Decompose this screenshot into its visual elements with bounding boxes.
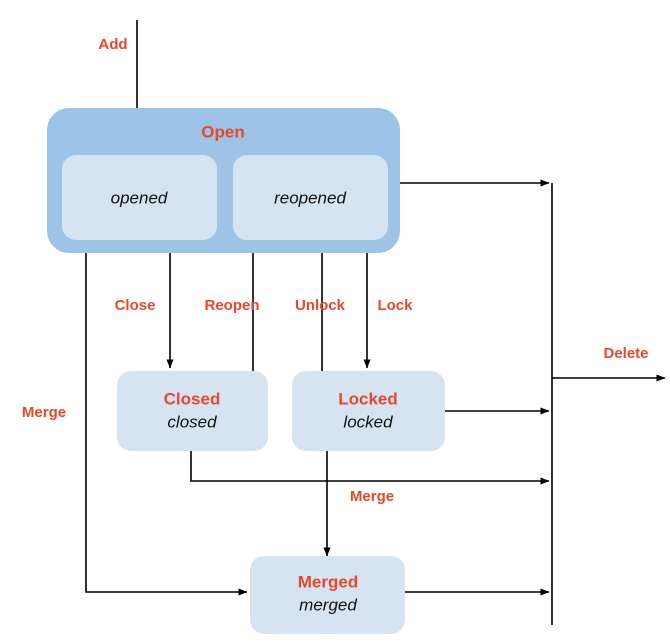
state-locked[interactable]: Locked locked	[292, 371, 445, 451]
transition-reopen: Reopen	[204, 242, 260, 371]
state-merged[interactable]: Merged merged	[250, 556, 405, 634]
state-opened-sublabel: opened	[111, 188, 168, 207]
transition-merge-center: Merge	[323, 451, 394, 557]
transition-add-label: Add	[98, 36, 127, 53]
transition-unlock: Unlock	[295, 242, 346, 371]
state-merged-box	[250, 556, 405, 634]
transition-merge-left-line	[85, 253, 248, 596]
state-merged-sublabel: merged	[299, 595, 357, 614]
transition-merge-center-label: Merge	[350, 488, 394, 505]
state-reopened-box	[233, 155, 388, 240]
state-opened-box	[62, 155, 217, 240]
state-locked-box	[292, 371, 445, 451]
state-closed-sublabel: closed	[167, 412, 217, 431]
state-merged-label: Merged	[298, 572, 358, 591]
transition-lock-label: Lock	[377, 297, 413, 314]
state-reopened[interactable]: reopened	[233, 155, 388, 240]
transition-merge-left-label: Merge	[22, 404, 66, 421]
state-closed[interactable]: Closed closed	[117, 371, 268, 451]
transition-lock: Lock	[363, 253, 413, 369]
group-open[interactable]: Open opened reopened	[47, 108, 400, 253]
delete-feed-from-closed	[190, 451, 550, 485]
transition-merge-left: Merge	[22, 253, 248, 596]
state-closed-box	[117, 371, 268, 451]
transition-delete: Delete	[190, 179, 666, 625]
state-reopened-sublabel: reopened	[274, 188, 346, 207]
transition-close: Close	[115, 253, 174, 369]
transition-reopen-label: Reopen	[204, 297, 259, 314]
state-opened[interactable]: opened	[62, 155, 217, 240]
state-closed-label: Closed	[164, 389, 221, 408]
state-locked-label: Locked	[338, 389, 398, 408]
transition-close-label: Close	[115, 297, 156, 314]
transition-unlock-label: Unlock	[295, 297, 346, 314]
transition-delete-label: Delete	[603, 345, 648, 362]
state-locked-sublabel: locked	[343, 412, 393, 431]
group-open-title: Open	[201, 122, 244, 141]
